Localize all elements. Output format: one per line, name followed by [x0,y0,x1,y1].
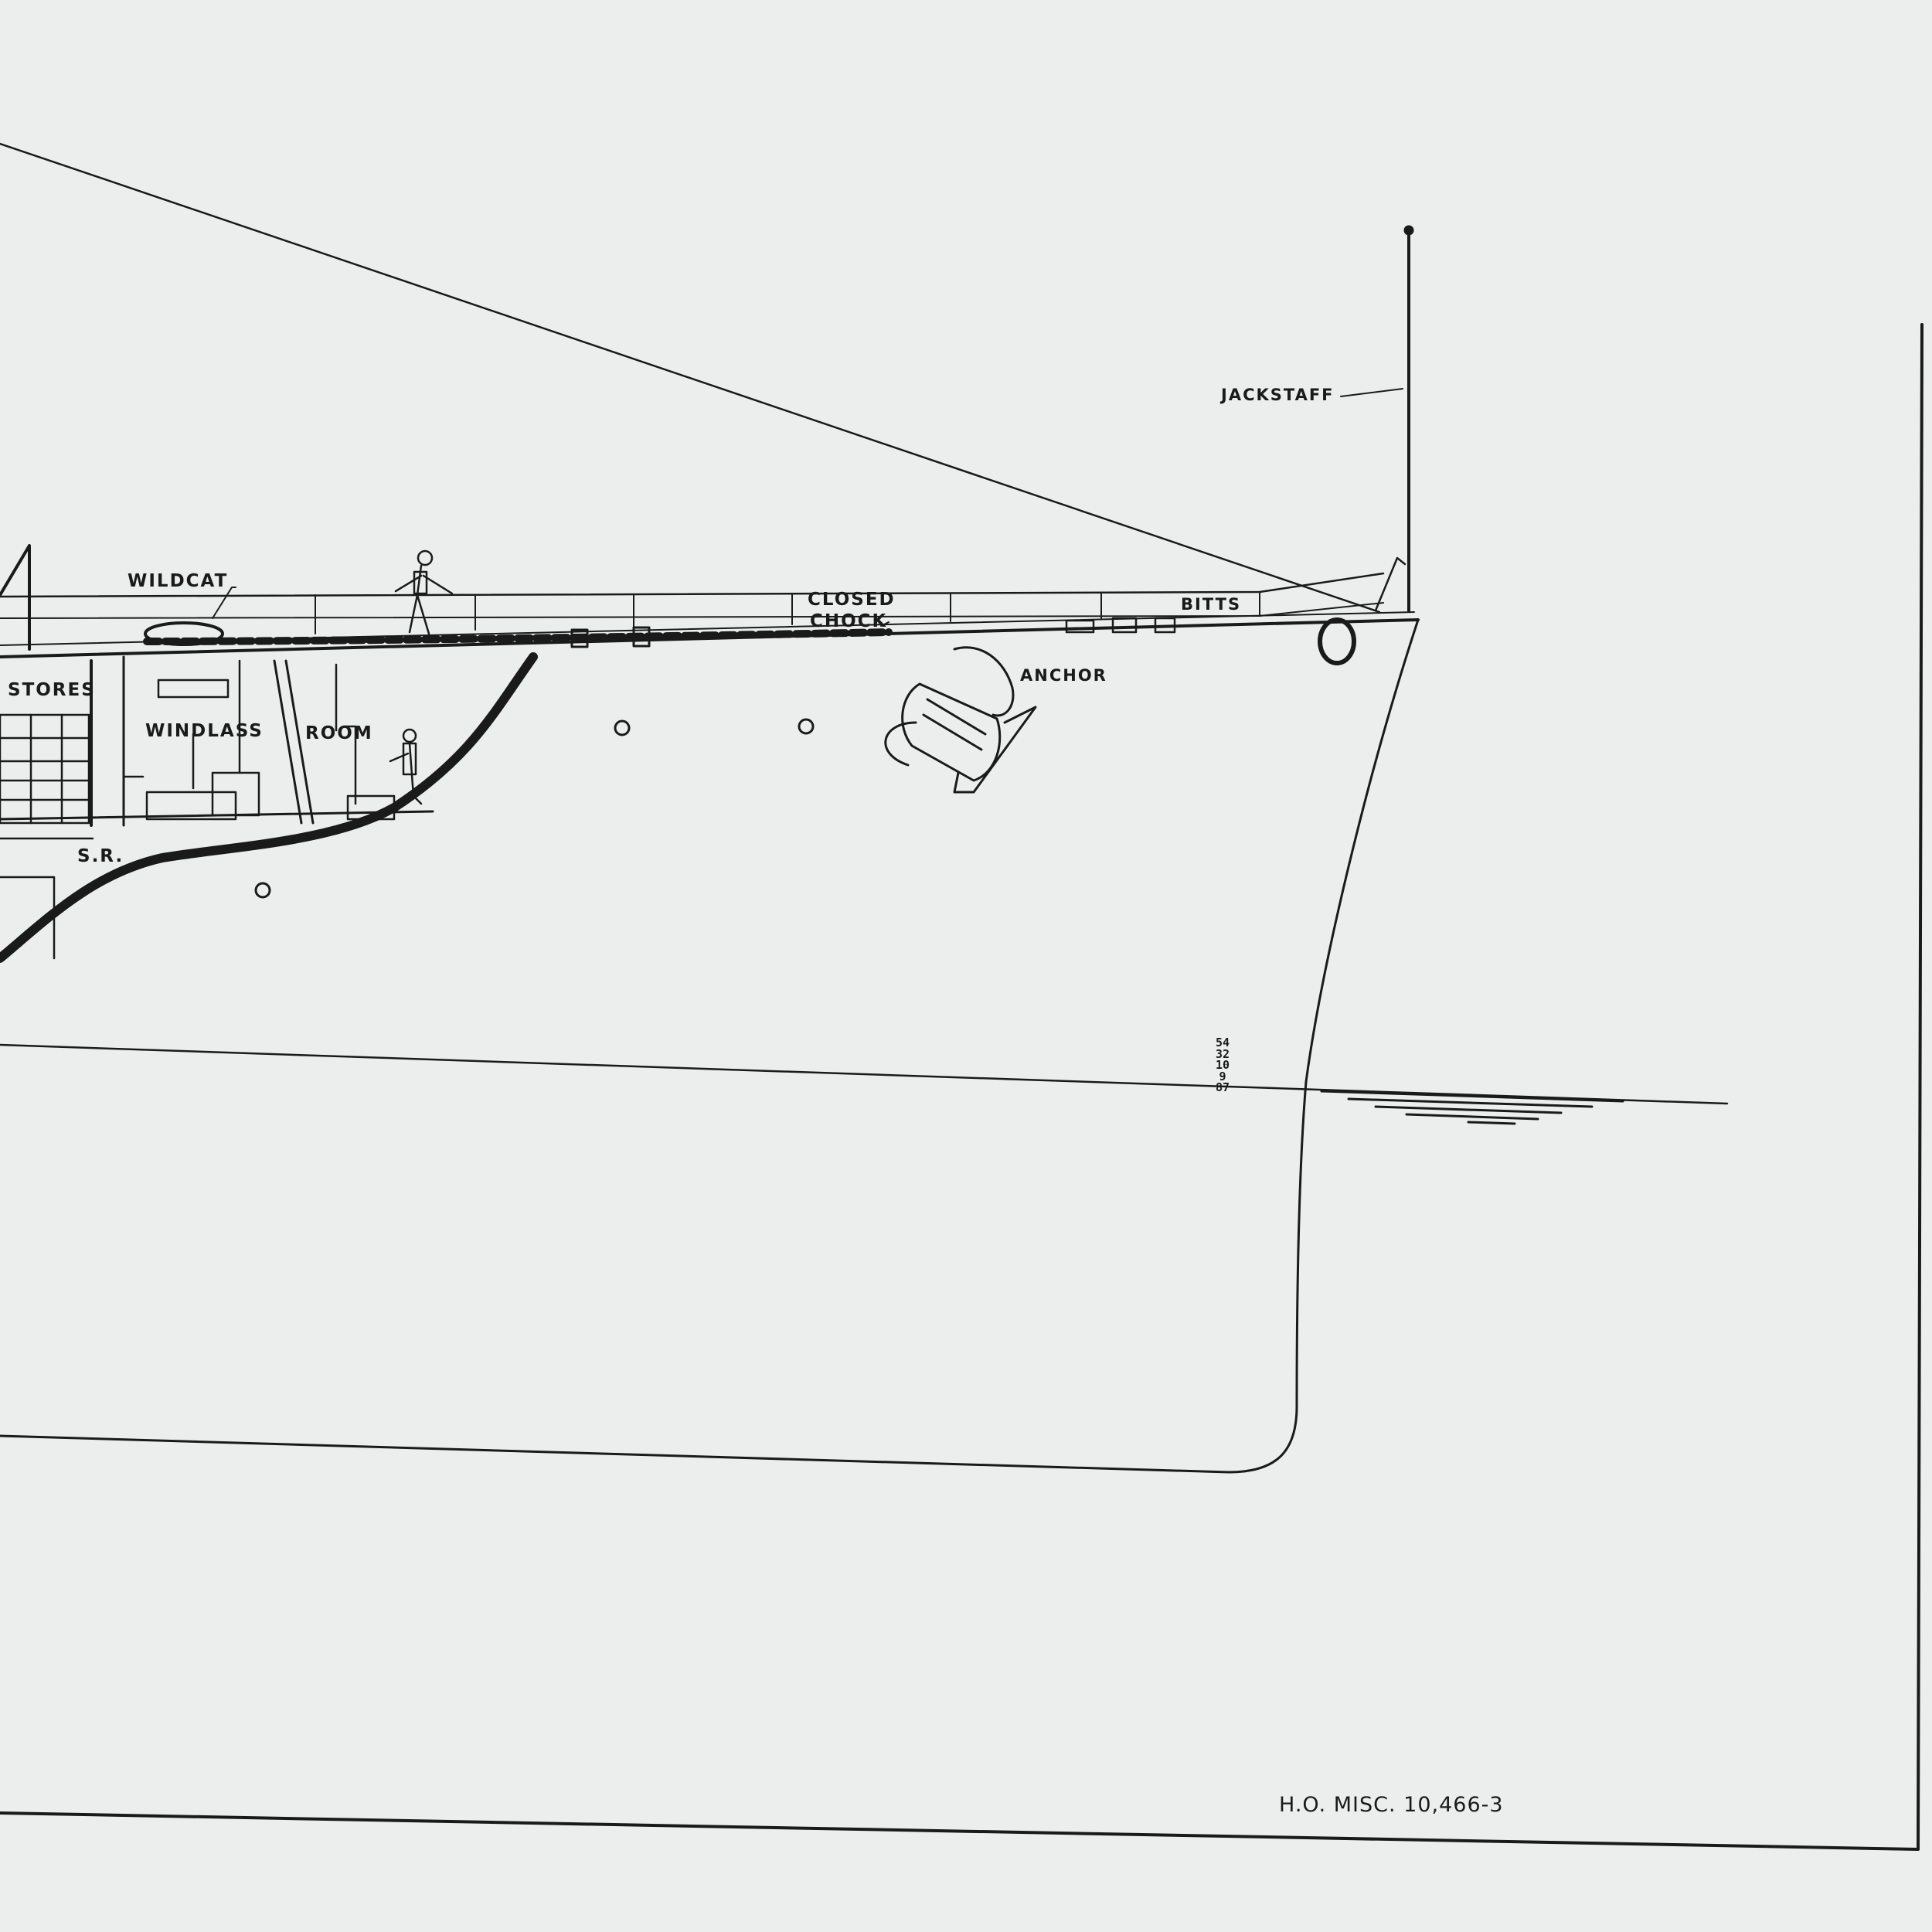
jackstaff-label: JACKSTAFF [1221,386,1335,404]
room-label: ROOM [305,723,373,743]
deck-figure [394,549,454,635]
jackstaff-brace [1374,556,1406,612]
draft-marks: 5432109 87 [1215,1036,1230,1094]
anchor-chain [143,628,893,645]
forepeak-bulkhead [0,652,538,963]
waterline [0,1043,1729,1105]
bitts-base [1111,617,1138,634]
windlass-machinery [122,659,396,821]
hawse-pipe [1318,617,1356,665]
room-figure [389,728,423,805]
bollard [570,628,589,648]
bitts-base [1154,617,1176,634]
windlass-label: WINDLASS [145,721,264,741]
porthole [614,719,631,736]
rail-stanchions [315,591,1260,634]
rail-middle [0,602,1384,619]
wildcat-drum [144,621,224,646]
jackstaff-truck [1403,225,1414,236]
porthole [798,718,815,735]
mast-stump [0,544,31,651]
anchor-label: ANCHOR [1020,666,1107,685]
windlass-stanchion-2 [284,659,315,825]
border-line [0,323,1923,1851]
water-hatching [1320,1090,1624,1125]
closed-chock-label-line2: CHOCK [810,611,888,631]
bitts-label: BITTS [1181,595,1242,614]
windlass-stanchion [273,659,303,825]
stem [0,618,1420,1474]
porthole [254,882,271,899]
closed-chock-leader [880,621,889,627]
storeroom-abbrev-label: S.R. [77,846,124,866]
bollard [632,626,651,648]
stores-label: STORES [8,680,96,700]
lower-compartment [0,876,56,960]
stores-shelves [0,713,90,825]
jackstaff-leader [1340,388,1403,397]
bitts-base [1065,619,1095,634]
stay-wire [0,142,1381,614]
wildcat-label: WILDCAT [128,571,229,591]
document-number: H.O. MISC. 10,466-3 [1279,1793,1504,1817]
wildcat-leader [212,587,236,619]
anchor-figure [884,646,1037,794]
closed-chock-label-line1: CLOSED [808,590,896,610]
